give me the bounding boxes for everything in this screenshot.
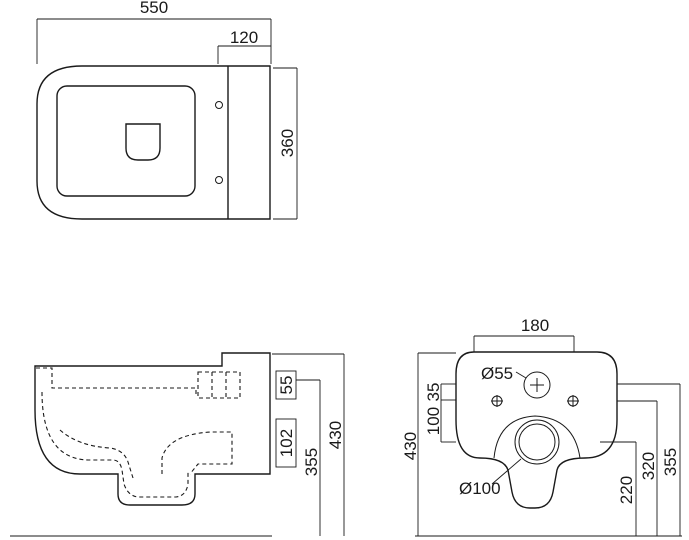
inlet-hole — [523, 371, 551, 399]
trap-inner — [41, 391, 189, 498]
trap-outer — [59, 429, 134, 479]
outlet-hole-inner — [518, 423, 556, 461]
dimension-label-rear-height: 430 — [401, 432, 420, 460]
dimension-label-inlet-height: 355 — [302, 448, 321, 476]
rim-channel — [36, 367, 197, 395]
side-view: 55 102 355 430 — [10, 352, 345, 537]
dimension-label-overall-width: 360 — [278, 129, 297, 157]
bowl-outline — [36, 65, 271, 220]
outlet-hole-outer — [514, 419, 560, 465]
drain-outline — [125, 123, 161, 161]
rear-profile — [455, 351, 618, 509]
dimension-label-upper-offset: 55 — [277, 376, 296, 395]
dimension-box-102 — [275, 418, 297, 468]
inlet-socket — [197, 371, 241, 399]
dimension-label-outlet-height: 102 — [277, 429, 296, 457]
side-profile — [34, 352, 271, 506]
dimension-label-mount-width: 180 — [521, 316, 549, 335]
fixing-hole — [215, 176, 223, 184]
dimension-box-55 — [275, 370, 297, 400]
dimension-label-inlet-center: 355 — [661, 448, 680, 476]
dimension-label-tank-depth: 120 — [230, 28, 258, 47]
fixing-hole — [215, 101, 223, 109]
rear-view: 180 Ø55 Ø100 430 35 100 220 — [401, 316, 682, 537]
dimension-label-overall-height: 430 — [326, 421, 345, 449]
outlet-arch — [493, 415, 581, 459]
dimension-label-bolt-offset: 35 — [424, 383, 443, 402]
dimension-label-bolt-height: 320 — [639, 452, 658, 480]
outlet-channel — [161, 431, 233, 475]
leader-line — [515, 371, 527, 379]
label-inlet-diameter: Ø55 — [481, 364, 513, 383]
label-outlet-diameter: Ø100 — [459, 479, 501, 498]
seat-opening — [56, 85, 196, 197]
dimension-label-overall-length: 550 — [140, 0, 168, 17]
top-view: 550 120 360 — [36, 0, 298, 220]
dimension-label-bolt-to-outlet: 100 — [424, 407, 443, 435]
leader-line — [491, 458, 522, 485]
dimension-label-outlet-center: 220 — [617, 476, 636, 504]
